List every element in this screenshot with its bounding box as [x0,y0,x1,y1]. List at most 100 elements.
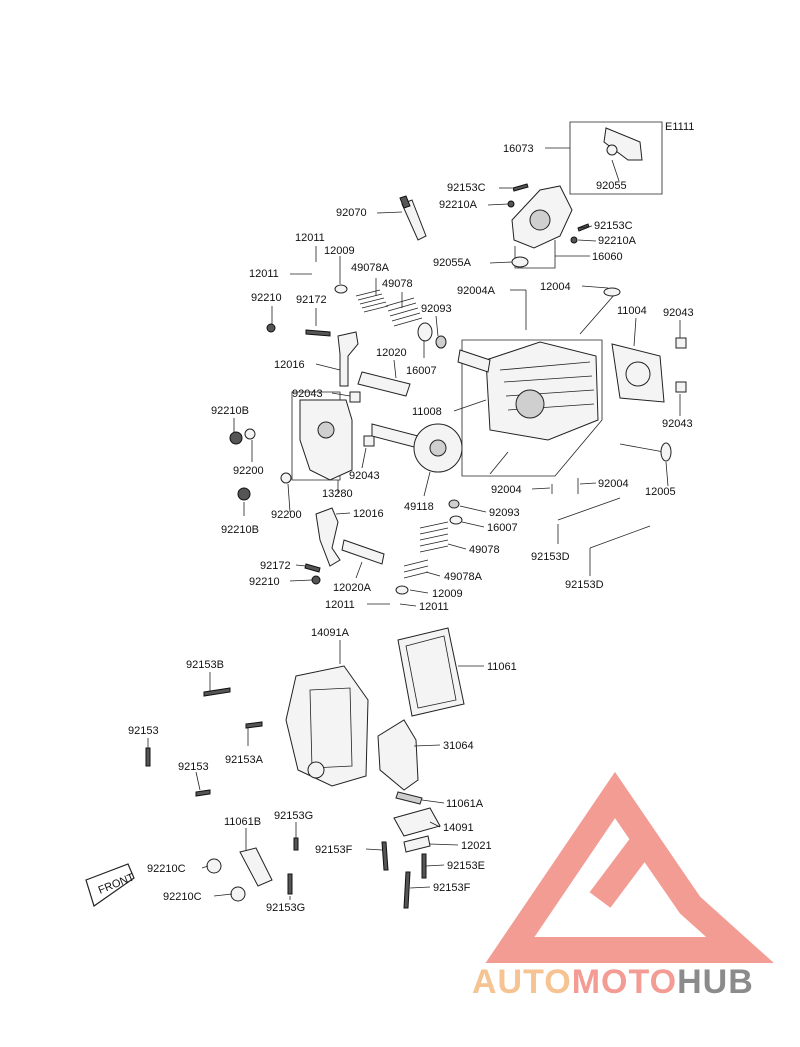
label-12009-b: 12009 [432,588,463,600]
label-92210A-1: 92210A [439,199,478,211]
label-49078A-b: 49078A [444,571,483,583]
part-92153G-bolt-a [293,837,299,851]
label-12005: 12005 [645,486,676,498]
label-92153-a: 92153 [128,725,159,737]
label-11061: 11061 [487,661,517,673]
part-92200-washer-a [244,428,256,440]
label-16060: 16060 [592,251,623,263]
label-16007-b: 16007 [487,522,518,534]
label-12009-a: 12009 [324,245,355,257]
label-16007-a: 16007 [406,365,437,377]
label-92210B-a: 92210B [211,405,249,417]
label-12016-b: 12016 [353,508,384,520]
label-49078-a: 49078 [382,278,413,290]
label-92004-b: 92004 [598,478,629,490]
part-92043-dowel-b [675,381,687,393]
automotohub-watermark: AUTOMOTOHUB [472,771,774,1001]
label-12011-a: 12011 [295,232,325,244]
label-92200-a: 92200 [233,465,264,477]
part-92210-nut [266,323,276,333]
label-92153F-a: 92153F [315,844,353,856]
part-92070-spark-plug-tip [399,195,411,209]
label-92153G-b: 92153G [266,902,305,914]
part-92210B-nut-b [237,487,251,501]
part-92153B-bolt [203,687,231,697]
label-92055A: 92055A [433,257,472,269]
part-92153F-bolt-b [403,871,411,909]
part-12005-valve-head [660,442,672,462]
label-92153C-2: 92153C [594,220,633,232]
label-92043-b: 92043 [292,388,323,400]
part-11061A-gasket [395,791,423,805]
front-arrow-icon [85,863,135,907]
label-92210C-b: 92210C [163,891,202,903]
watermark-text-moto: MOTO [572,963,677,1001]
part-92055-oring [606,144,618,156]
part-92153E-bolt [421,853,427,879]
label-92153F-b: 92153F [433,882,471,894]
label-92210A-2: 92210A [598,235,637,247]
bracket-16073 [569,121,663,195]
bracket-13280 [291,391,341,481]
part-92210A-nut-2 [570,236,578,244]
part-92172-shaft-lower [304,563,321,573]
part-14091-cover [393,807,441,837]
label-49078A-a: 49078A [351,262,390,274]
part-labels: E1111 16073 92055 92153C 92210A 92153C 9… [128,121,694,914]
ref-code: E1111 [665,121,694,133]
watermark-text-hub: HUB [677,963,754,1001]
part-92210-nut-lower [311,575,321,585]
label-12021: 12021 [461,840,492,852]
part-11061-gasket-inner [405,635,457,709]
parts [145,127,687,909]
label-92210-b: 92210 [249,576,280,588]
part-49118-camshaft [371,423,419,449]
part-12016-rocker-arm-lower [315,507,341,567]
part-92172-shaft [305,329,331,337]
label-92070: 92070 [336,207,367,219]
part-14091A-boss [307,761,325,779]
part-12004-valve-head [603,287,621,297]
part-11004-bore [625,361,651,387]
label-92153D-b: 92153D [565,579,604,591]
label-11061B: 11061B [224,816,261,828]
label-11008: 11008 [412,406,442,418]
part-11061-gasket [397,627,465,717]
part-11061B-plate [239,847,273,887]
part-49118-sprocket-hub [429,439,447,457]
label-13280: 13280 [322,488,353,500]
part-16007-seal [417,322,433,342]
watermark-text-auto: AUTO [472,963,572,1001]
label-92210B-b: 92210B [221,524,259,536]
part-14091A-cover-inner [309,687,353,769]
label-92093-a: 92093 [421,303,452,315]
part-12020-rocker-shaft [357,371,411,397]
label-92004A: 92004A [457,285,496,297]
part-92093-seal [435,335,447,349]
front-arrow: FRONT [85,863,137,907]
label-92055: 92055 [596,180,627,192]
label-92210C-a: 92210C [147,863,186,875]
label-12011-c: 12011 [325,599,355,611]
part-12005-valve [619,443,665,453]
label-49078-b: 49078 [469,544,500,556]
label-92210: 92210 [251,292,282,304]
label-92172-b: 92172 [260,560,291,572]
label-92093-b: 92093 [489,507,520,519]
part-11008-fins [499,361,595,411]
part-92055A-oring [511,256,529,268]
svg-text:AUTOMOTOHUB: AUTOMOTOHUB [472,963,754,1001]
label-11004: 11004 [617,305,647,317]
label-11061A: 11061A [446,798,484,810]
label-92200-b: 92200 [271,509,302,521]
label-31064: 31064 [443,740,474,752]
part-valve-springs-lower [395,499,463,595]
label-12016-a: 12016 [274,359,305,371]
part-92210C-cap-a [206,858,222,874]
label-92153-b: 92153 [178,761,209,773]
bracket-11008 [461,339,603,477]
label-16073: 16073 [503,143,534,155]
part-11008-port [457,349,491,373]
part-16060-port [529,209,551,231]
